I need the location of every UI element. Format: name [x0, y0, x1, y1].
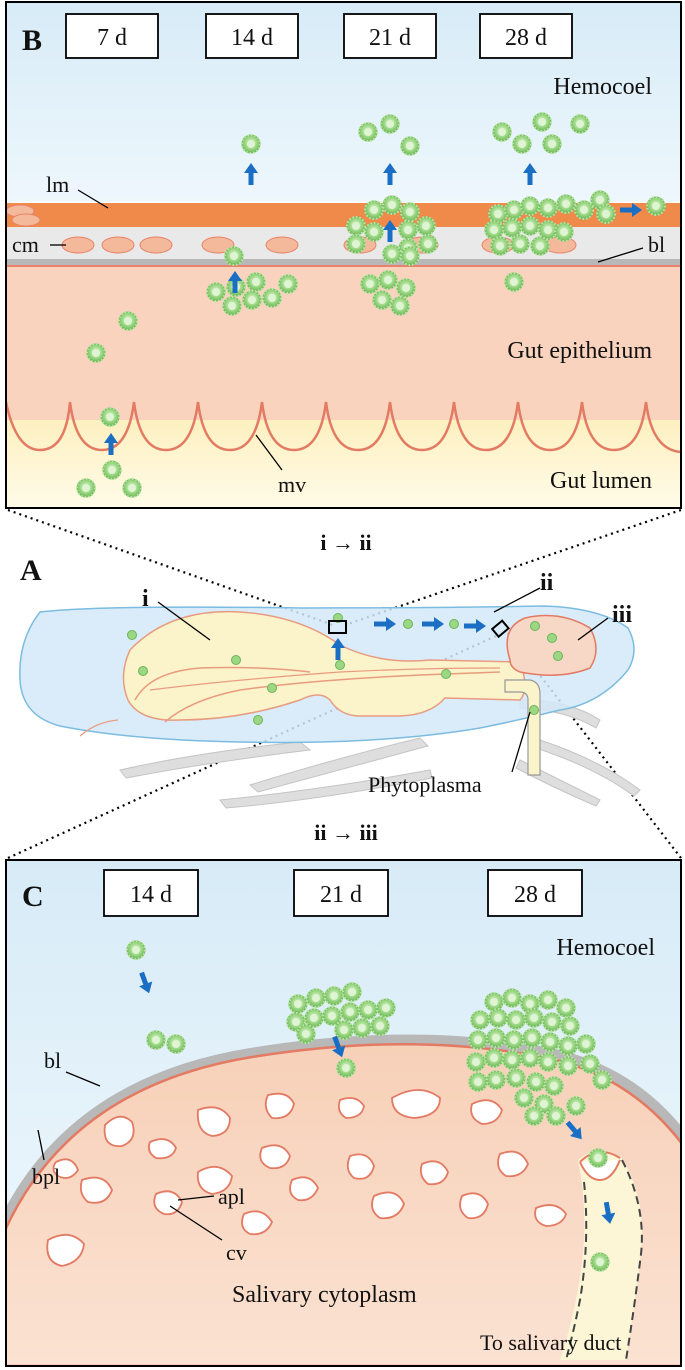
- lm-label: lm: [46, 172, 69, 197]
- salivary-cytoplasm-region: [6, 1043, 681, 1366]
- hemocoel-label-c: Hemocoel: [556, 935, 655, 961]
- cell-vacuoles: [46, 1089, 567, 1267]
- time-box-21d: 21 d: [343, 13, 437, 59]
- zoom-box-i-ii: [328, 620, 347, 634]
- panel-letter-a: A: [20, 554, 42, 587]
- gut-epithelium-region: [6, 267, 681, 422]
- time-label: 14 d: [231, 25, 273, 51]
- cm-label: cm: [12, 232, 39, 257]
- transition-i-ii: i → ii: [320, 530, 371, 555]
- apl-label: apl: [218, 1184, 245, 1209]
- transition-ii-iii: ii → iii: [314, 820, 378, 845]
- label-i: i: [142, 586, 149, 612]
- time-box-28d: 28 d: [479, 13, 573, 59]
- zoom-box-ii-iii: [490, 619, 510, 639]
- label-iii: iii: [612, 602, 632, 628]
- panel-b-border: [5, 1, 682, 509]
- panel-b: 7 d 14 d 21 d 28 d B Hemocoel Gut epithe…: [4, 1, 682, 509]
- panel-letter-c: C: [22, 880, 44, 913]
- panel-letter-b: B: [22, 24, 42, 57]
- gut-lumen-label: Gut lumen: [550, 468, 652, 494]
- time-box-28d-c: 28 d: [487, 869, 583, 917]
- salivary-cytoplasm-label: Salivary cytoplasm: [232, 1282, 417, 1308]
- time-label: 21 d: [369, 25, 411, 51]
- time-box-21d-c: 21 d: [293, 869, 389, 917]
- bl-label-c: bl: [44, 1048, 61, 1073]
- cv-label: cv: [226, 1240, 247, 1265]
- bl-label: bl: [648, 232, 665, 257]
- time-box-7d: 7 d: [65, 13, 159, 59]
- microvilli: [4, 401, 682, 454]
- label-ii: ii: [540, 570, 554, 596]
- salivary-gland: [506, 614, 597, 676]
- basal-lamina: [6, 259, 681, 265]
- mv-label: mv: [278, 472, 306, 497]
- gut-epithelium-label: Gut epithelium: [507, 338, 652, 364]
- time-label: 7 d: [97, 25, 127, 51]
- bpl-label: bpl: [32, 1164, 60, 1189]
- time-label: 28 d: [505, 25, 547, 51]
- insect-stylet: [504, 679, 541, 776]
- to-salivary-duct-label: To salivary duct: [480, 1330, 621, 1355]
- time-label: 28 d: [514, 882, 556, 908]
- panel-c: 14 d 21 d 28 d C Hemocoel bl bpl apl cv …: [5, 859, 682, 1367]
- panel-c-border: [5, 859, 682, 1367]
- panel-a: i → ii A: [19, 530, 641, 845]
- time-label: 14 d: [130, 882, 172, 908]
- time-box-14d-c: 14 d: [103, 869, 199, 917]
- hemocoel-label: Hemocoel: [553, 74, 652, 100]
- time-label: 21 d: [320, 882, 362, 908]
- phytoplasma-label: Phytoplasma: [368, 772, 482, 797]
- time-box-14d: 14 d: [205, 13, 299, 59]
